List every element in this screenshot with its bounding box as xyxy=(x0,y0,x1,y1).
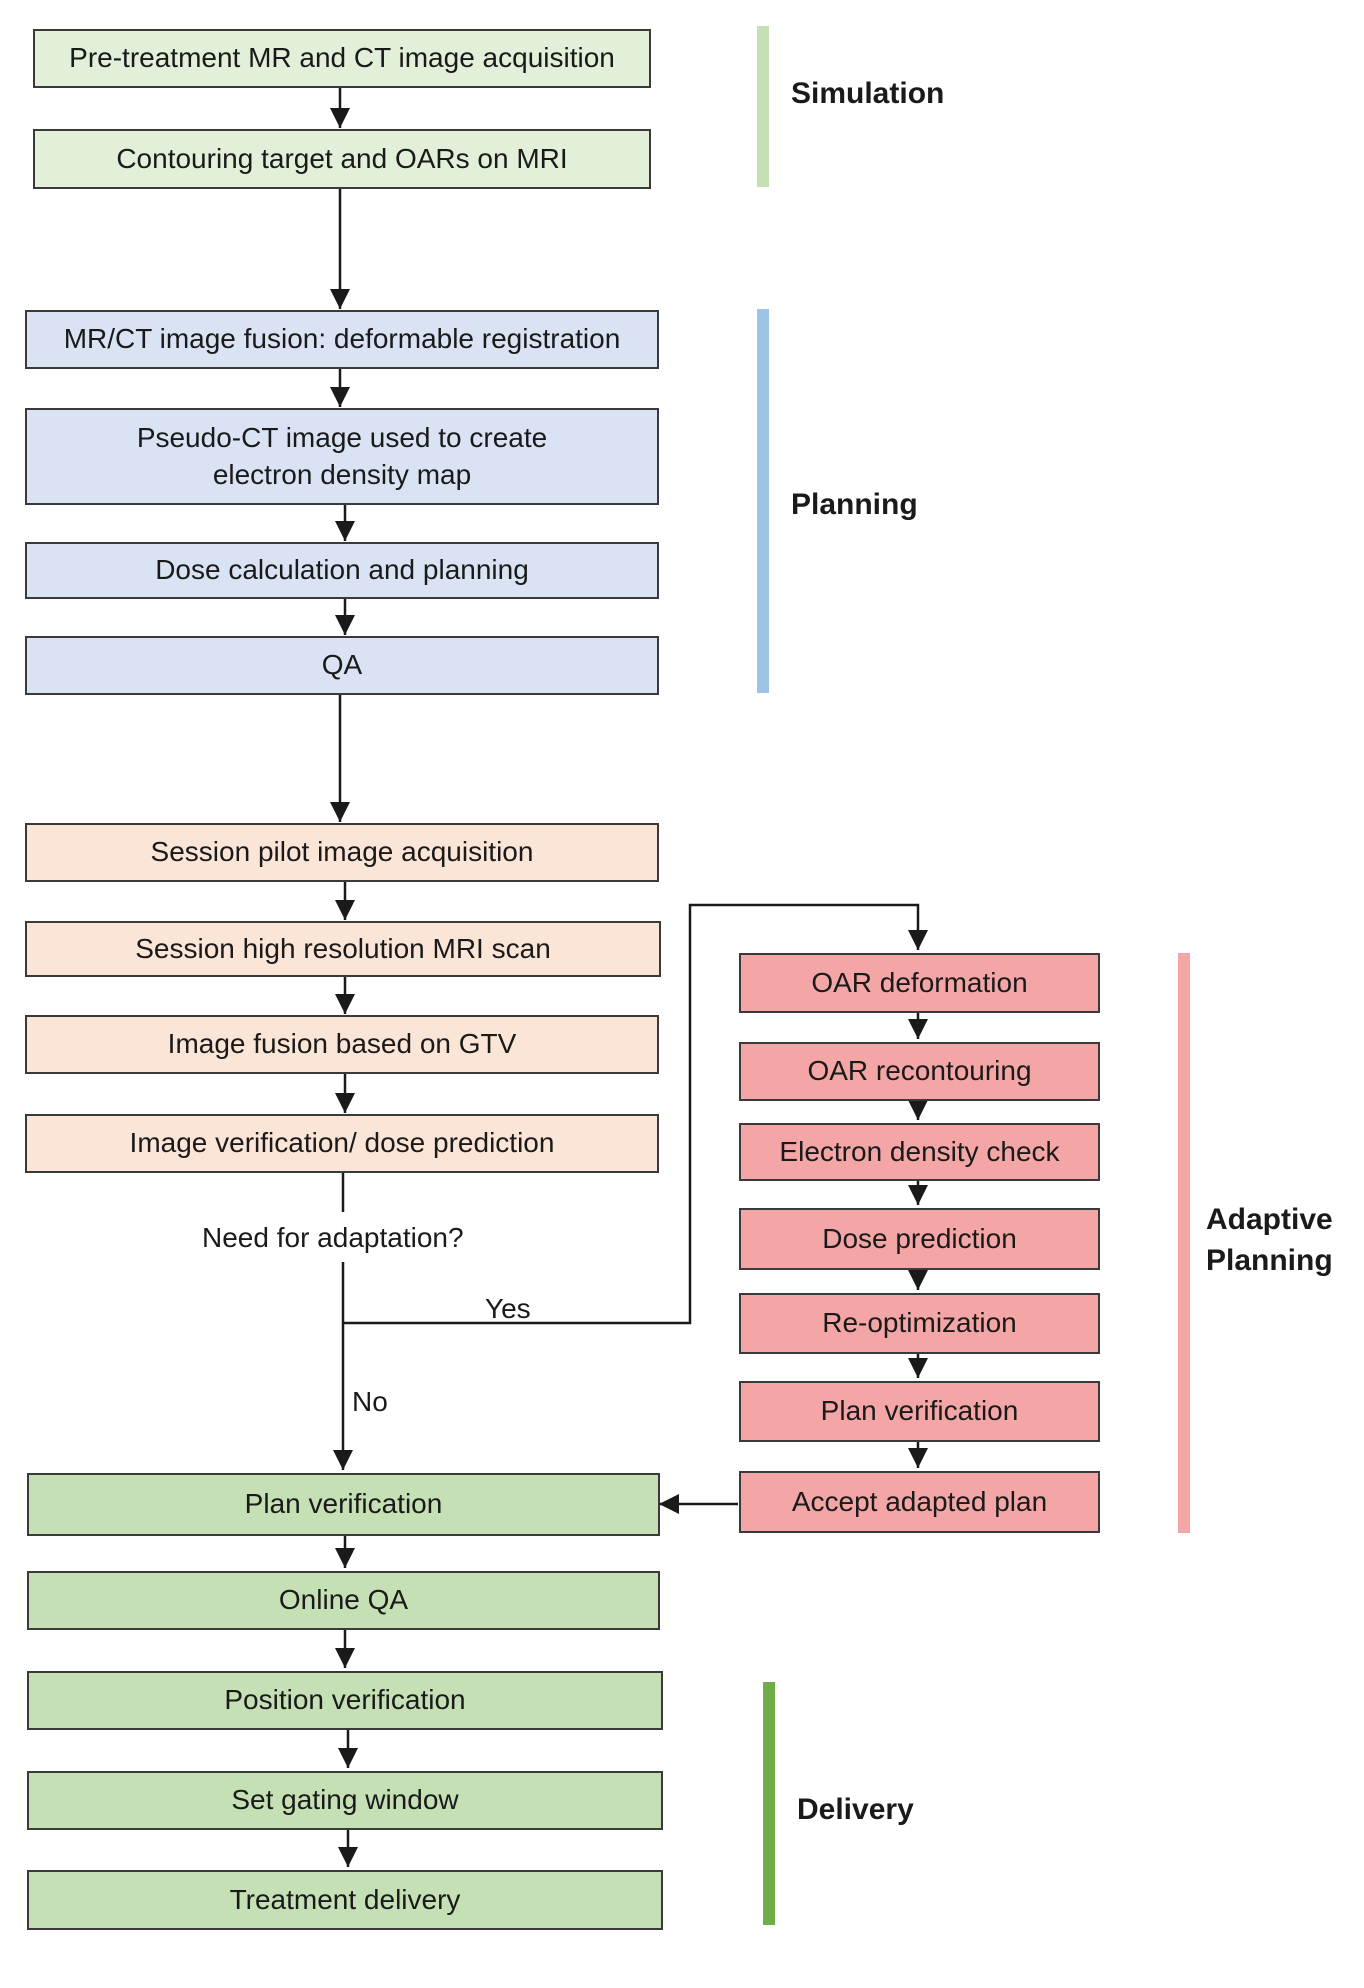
step-image-fusion-gtv: Image fusion based on GTV xyxy=(25,1015,659,1074)
adaptive-stage-label: Adaptive Planning xyxy=(1206,1203,1333,1277)
delivery-stage-label: Delivery xyxy=(797,1793,914,1826)
step-mr-ct-acquisition: Pre-treatment MR and CT image acquisitio… xyxy=(33,29,651,88)
simulation-stage-label: Simulation xyxy=(791,77,945,110)
step-image-verification: Image verification/ dose prediction xyxy=(25,1114,659,1173)
planning-stage-bar xyxy=(757,309,769,693)
delivery-stage-bar xyxy=(763,1682,775,1925)
planning-stage-label: Planning xyxy=(791,488,918,521)
step-contouring: Contouring target and OARs on MRI xyxy=(33,129,651,189)
adaptive-stage-bar xyxy=(1178,953,1190,1533)
step-image-fusion-registration: MR/CT image fusion: deformable registrat… xyxy=(25,310,659,369)
step-qa: QA xyxy=(25,636,659,695)
step-re-optimization: Re-optimization xyxy=(739,1293,1100,1354)
step-dose-prediction: Dose prediction xyxy=(739,1208,1100,1270)
arrow-yes-branch xyxy=(343,903,928,1325)
step-oar-recontouring: OAR recontouring xyxy=(739,1042,1100,1101)
step-position-verification: Position verification xyxy=(27,1671,663,1730)
step-dose-calculation: Dose calculation and planning xyxy=(25,542,659,599)
step-oar-deformation: OAR deformation xyxy=(739,953,1100,1013)
decision-question: Need for adaptation? xyxy=(202,1222,464,1253)
step-treatment-delivery: Treatment delivery xyxy=(27,1870,663,1930)
decision-no-label: No xyxy=(352,1386,388,1417)
step-gating-window: Set gating window xyxy=(27,1771,663,1830)
step-session-mri: Session high resolution MRI scan xyxy=(25,921,661,977)
step-session-pilot: Session pilot image acquisition xyxy=(25,823,659,882)
step-online-qa: Online QA xyxy=(27,1571,660,1630)
step-accept-adapted-plan: Accept adapted plan xyxy=(739,1471,1100,1533)
step-pseudo-ct: Pseudo-CT image used to create electron … xyxy=(25,408,659,505)
decision-yes-label: Yes xyxy=(485,1293,531,1324)
step-electron-density-check: Electron density check xyxy=(739,1123,1100,1181)
step-plan-verification: Plan verification xyxy=(27,1473,660,1536)
step-adaptive-plan-verification: Plan verification xyxy=(739,1381,1100,1442)
simulation-stage-bar xyxy=(757,26,769,187)
